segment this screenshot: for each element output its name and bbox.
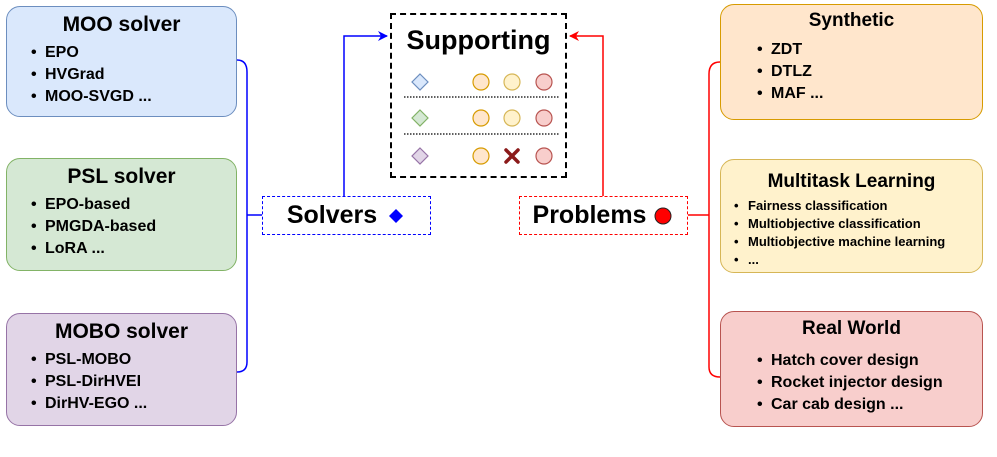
list-item: ZDT <box>757 39 823 61</box>
list-item: EPO <box>31 42 152 64</box>
orange-circle-icon <box>472 147 490 165</box>
mobo-solver-box: MOBO solver PSL-MOBO PSL-DirHVEI DirHV-E… <box>6 313 237 426</box>
list-item: Rocket injector design <box>757 372 943 394</box>
solvers-label: Solvers <box>286 201 378 229</box>
psl-solver-box: PSL solver EPO-based PMGDA-based LoRA ..… <box>6 158 237 271</box>
list-item: HVGrad <box>31 64 152 86</box>
real-world-box: Real World Hatch cover design Rocket inj… <box>720 311 983 427</box>
list-item: Car cab design ... <box>757 394 943 416</box>
list-item: Hatch cover design <box>757 350 943 372</box>
psl-solver-title: PSL solver <box>67 165 176 188</box>
list-item: PSL-DirHVEI <box>31 371 147 393</box>
cross-icon <box>504 148 520 164</box>
multitask-learning-box: Multitask Learning Fairness classificati… <box>720 159 983 273</box>
blue-diamond-icon <box>411 73 429 91</box>
solvers-to-supporting-arrow <box>343 31 388 196</box>
synthetic-box: Synthetic ZDT DTLZ MAF ... <box>720 4 983 120</box>
list-item: Multiobjective machine learning <box>734 233 945 251</box>
list-item: ... <box>734 251 945 269</box>
yellow-circle-icon <box>503 109 521 127</box>
yellow-circle-icon <box>503 73 521 91</box>
synthetic-title: Synthetic <box>808 10 895 31</box>
list-item: Fairness classification <box>734 197 945 215</box>
solver-bracket <box>236 59 248 373</box>
problems-label: Problems <box>532 201 647 229</box>
problem-bracket <box>708 61 721 378</box>
purple-diamond-icon <box>411 147 429 165</box>
list-item: DirHV-EGO ... <box>31 393 147 415</box>
solvers-tag: Solvers <box>262 196 431 235</box>
list-item: DTLZ <box>757 61 823 83</box>
red-circle-icon <box>535 147 553 165</box>
problems-to-supporting-arrow <box>569 31 604 196</box>
support-matrix <box>404 73 560 165</box>
list-item: LoRA ... <box>31 238 156 260</box>
red-circle-icon <box>535 109 553 127</box>
supporting-title: Supporting <box>406 25 551 55</box>
supporting-box: Supporting <box>390 13 567 178</box>
green-diamond-icon <box>411 109 429 127</box>
real-world-title: Real World <box>802 318 901 339</box>
mobo-solver-title: MOBO solver <box>54 320 189 343</box>
moo-solver-box: MOO solver EPO HVGrad MOO-SVGD ... <box>6 6 237 117</box>
red-circle-icon <box>654 207 672 224</box>
problems-tag: Problems <box>519 196 688 235</box>
orange-circle-icon <box>472 109 490 127</box>
list-item: EPO-based <box>31 194 156 216</box>
list-item: MAF ... <box>757 83 824 105</box>
multitask-learning-title: Multitask Learning <box>767 171 936 192</box>
red-circle-icon <box>535 73 553 91</box>
moo-solver-title: MOO solver <box>62 13 181 36</box>
list-item: Multiobjective classification <box>734 215 945 233</box>
list-item: MOO-SVGD ... <box>31 86 152 108</box>
list-item: PSL-MOBO <box>31 349 147 371</box>
blue-diamond-icon <box>389 208 404 223</box>
orange-circle-icon <box>472 73 490 91</box>
list-item: PMGDA-based <box>31 216 156 238</box>
